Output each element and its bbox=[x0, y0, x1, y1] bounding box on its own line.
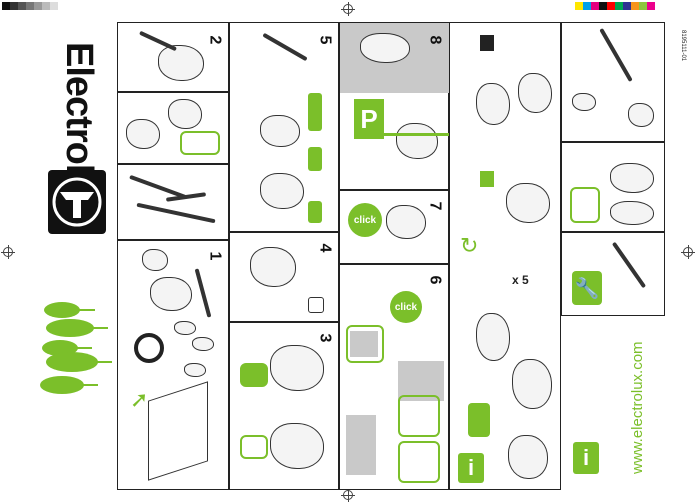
grey-swatch bbox=[58, 2, 66, 10]
color-swatch bbox=[639, 2, 647, 10]
color-swatch bbox=[583, 2, 591, 10]
color-calibration-strip bbox=[575, 2, 655, 10]
panel-accessories bbox=[117, 164, 229, 240]
grey-swatch bbox=[34, 2, 42, 10]
panel-step-6: 6 click bbox=[339, 264, 449, 490]
panel-step-5: 5 bbox=[229, 22, 339, 232]
step-number: 7 bbox=[426, 201, 444, 211]
panel-step-4: 4 bbox=[229, 232, 339, 322]
grey-calibration-strip bbox=[2, 2, 66, 10]
grey-swatch bbox=[2, 2, 10, 10]
box-illustration bbox=[148, 381, 208, 481]
electrolux-logo bbox=[48, 170, 106, 234]
vacuum-sketch bbox=[158, 45, 204, 81]
step-number: 6 bbox=[426, 275, 444, 285]
green-trees-illustration bbox=[40, 290, 115, 410]
panel-step-2: 2 bbox=[117, 22, 229, 92]
color-swatch bbox=[615, 2, 623, 10]
color-swatch bbox=[607, 2, 615, 10]
panel-service: 🔧 bbox=[561, 232, 665, 316]
step-number: 1 bbox=[206, 251, 224, 261]
step-number: 3 bbox=[316, 333, 334, 343]
color-swatch bbox=[599, 2, 607, 10]
document-code: 8195111-01 bbox=[680, 30, 686, 62]
filter-grid-icon bbox=[480, 35, 494, 51]
click-badge: click bbox=[348, 203, 382, 237]
grey-swatch bbox=[18, 2, 26, 10]
arrow-icon: ➚ bbox=[130, 387, 149, 412]
cover-column: Electrolux bbox=[40, 20, 115, 490]
panel-step-3: 3 bbox=[229, 322, 339, 490]
repeat-count: x 5 bbox=[512, 273, 529, 287]
grey-swatch bbox=[26, 2, 34, 10]
grey-swatch bbox=[50, 2, 58, 10]
info-badge: i bbox=[573, 442, 599, 474]
filter-callout bbox=[180, 131, 220, 155]
panel-step-1: 1 ➚ bbox=[117, 240, 229, 490]
panel-nozzle-care bbox=[561, 142, 665, 232]
step-number: 2 bbox=[206, 35, 224, 45]
cord-socket-icon bbox=[308, 297, 324, 313]
registration-mark-right bbox=[681, 245, 695, 259]
info-badge: i bbox=[458, 453, 484, 483]
panel-filter-cleaning: ↻ x 5 i bbox=[449, 22, 561, 490]
power-level-bar bbox=[308, 93, 322, 131]
logo-emblem-icon bbox=[52, 177, 102, 227]
step-number: 8 bbox=[426, 35, 444, 45]
registration-mark-left bbox=[1, 245, 15, 259]
wrench-icon: 🔧 bbox=[572, 271, 602, 305]
back-cover: i www.electrolux.com bbox=[561, 316, 665, 490]
color-swatch bbox=[591, 2, 599, 10]
parking-badge: P bbox=[354, 99, 384, 139]
registration-mark-top bbox=[341, 2, 355, 16]
panel-step-7: 7 click bbox=[339, 190, 449, 264]
color-swatch bbox=[631, 2, 639, 10]
click-badge: click bbox=[390, 291, 422, 323]
website-url[interactable]: www.electrolux.com bbox=[629, 341, 646, 474]
registration-mark-bottom bbox=[341, 488, 355, 502]
panel-step-8: 8 P bbox=[339, 22, 450, 190]
color-swatch bbox=[623, 2, 631, 10]
color-swatch bbox=[575, 2, 583, 10]
panel-nozzles bbox=[561, 22, 665, 142]
step-number: 5 bbox=[316, 35, 334, 45]
color-swatch bbox=[647, 2, 655, 10]
hose-coil-icon bbox=[134, 333, 164, 363]
repeat-arrow-icon: ↻ bbox=[460, 233, 479, 258]
grey-swatch bbox=[42, 2, 50, 10]
grey-swatch bbox=[10, 2, 18, 10]
panel-filter-detail bbox=[117, 92, 229, 164]
step-number: 4 bbox=[316, 243, 334, 253]
